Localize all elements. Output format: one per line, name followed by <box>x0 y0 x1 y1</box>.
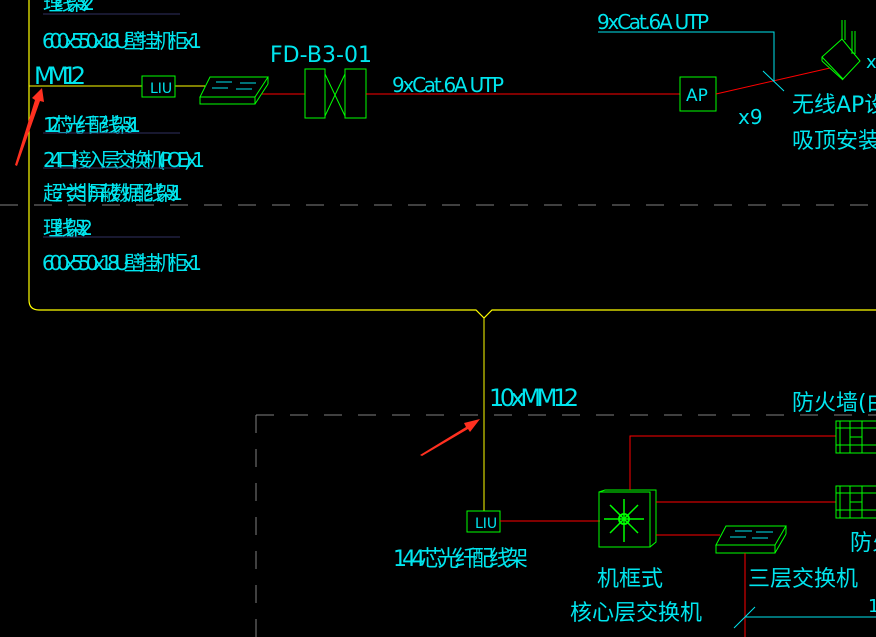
fd-label: FD-B3-01 <box>270 43 372 68</box>
core-switch-line1: 机框式 <box>597 567 663 592</box>
edge-fragment: 1 <box>868 596 876 617</box>
annotation-arrow <box>15 88 44 166</box>
top-item-cabinet: 600x550x18U壁挂机柜x1 <box>42 29 202 53</box>
core-liu-label: LIU <box>475 516 497 532</box>
leader-tick <box>762 70 785 92</box>
bom-item: 理线架x2 <box>43 216 93 240</box>
ap-count: x9 <box>738 105 763 129</box>
firewall-label: 防火墙(由智 <box>792 391 876 416</box>
firewall-label-2: 防火 <box>850 531 876 556</box>
edge-fragment: x <box>866 52 876 73</box>
backbone-label: 10xMM12 <box>489 384 579 412</box>
core-switch-line2: 核心层交换机 <box>570 601 702 626</box>
firewall-icon[interactable] <box>835 485 876 519</box>
ap-desc-line1: 无线AP设备 <box>792 93 876 118</box>
fiber-backbone-riser <box>28 0 876 319</box>
annotation-arrow <box>420 419 480 456</box>
firewall-icon[interactable] <box>835 420 876 454</box>
fiber-label-mm12: MM12 <box>34 62 86 90</box>
ap-cable-leader <box>598 31 775 82</box>
access-switch-icon[interactable] <box>199 76 269 105</box>
l3-switch-label: 三层交换机 <box>748 567 858 592</box>
leader-tick <box>733 606 756 629</box>
liu-box[interactable] <box>141 75 176 98</box>
bom-item: 超六类非屏蔽数据配线架x1 <box>43 181 183 205</box>
ap-label: AP <box>686 86 708 106</box>
link-core-to-firewall-1 <box>629 435 836 490</box>
bom-item: 600x550x18U壁挂机柜x1 <box>42 251 202 275</box>
l3-switch-icon[interactable] <box>715 525 787 554</box>
liu-label: LIU <box>150 81 172 97</box>
odf-label: 144芯光纤配线架 <box>393 547 528 572</box>
top-item-cable-manager: 理线架x2 <box>43 0 95 15</box>
patch-panel-fd-icon[interactable] <box>304 68 367 119</box>
ap-cable-label: 9xCat.6A UTP <box>597 10 709 34</box>
ap-desc-line2: 吸顶安装 <box>792 129 876 154</box>
horizontal-cable-label: 9xCat.6A UTP <box>392 73 504 97</box>
wireless-ap-device-icon[interactable] <box>821 20 861 81</box>
floor-rack-bom-list: 12芯光纤配线架x1 24口接入层交换机(POE)x1 超六类非屏蔽数据配线架x… <box>42 113 205 275</box>
core-switch-icon[interactable] <box>598 489 657 548</box>
